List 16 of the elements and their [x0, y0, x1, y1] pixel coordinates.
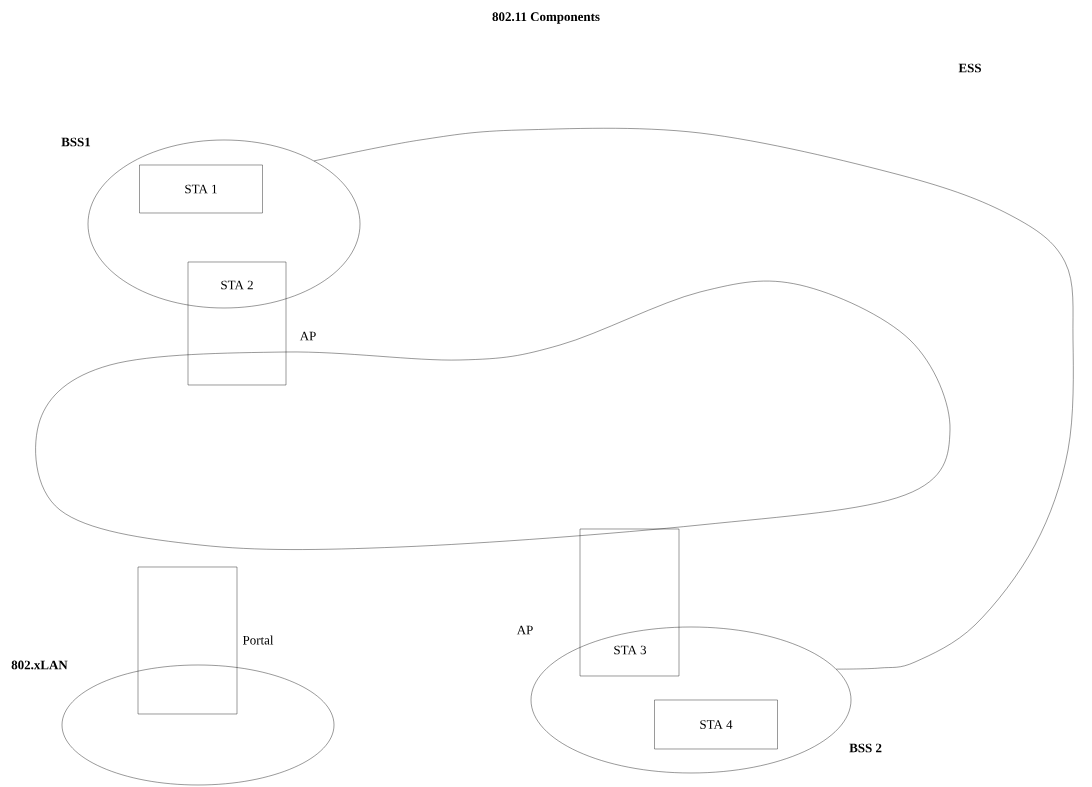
ap-label: AP — [299, 331, 316, 341]
node-label: 802.xLAN — [11, 660, 68, 670]
station-box: STA 4 — [654, 699, 778, 750]
portal-label: Portal — [242, 635, 274, 645]
portal-box — [137, 566, 238, 715]
node-label: BSS1 — [61, 137, 91, 147]
distribution-system-outline — [35, 280, 951, 550]
boundary-line — [313, 128, 1074, 670]
title: 802.11 Components — [492, 12, 600, 24]
station-box: STA 1 — [139, 164, 263, 214]
ap-label: AP — [516, 625, 533, 635]
station-box: STA 2 — [187, 261, 287, 386]
station-box: STA 3 — [579, 528, 680, 677]
ellipse-outline: 802.xLAN — [11, 660, 335, 786]
ess-label: ESS — [958, 63, 981, 73]
node-label: BSS 2 — [849, 743, 882, 753]
